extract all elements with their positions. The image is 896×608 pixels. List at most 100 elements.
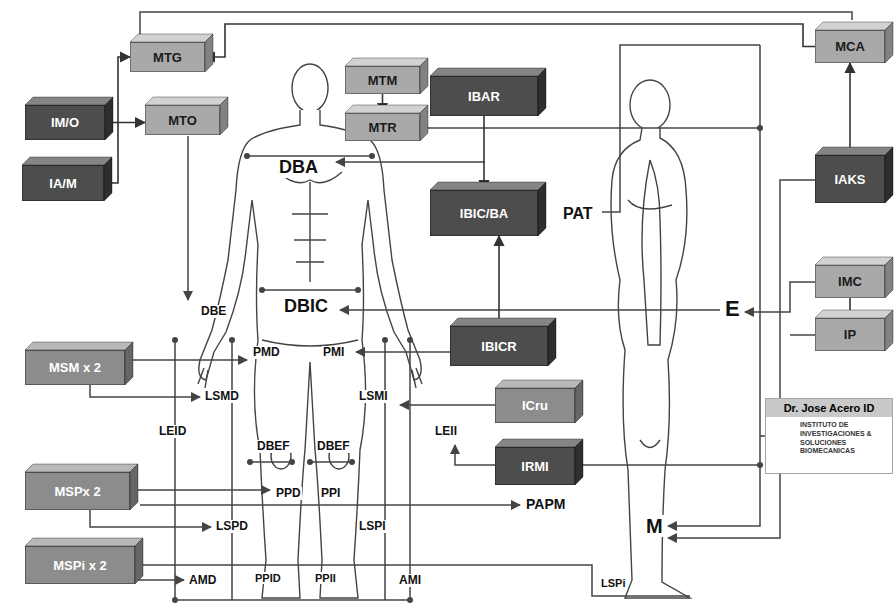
block-top-face (430, 182, 546, 190)
block-box: IBIC/BA (430, 190, 538, 236)
logo-title: Dr. Jose Acero ID (766, 399, 892, 417)
block-top-face (25, 538, 143, 546)
box-label: MTO (168, 113, 197, 128)
block-side-face (104, 157, 112, 201)
block-box: IBICR (450, 326, 548, 366)
measure-label: DBEF (316, 440, 351, 453)
block-box: IP (815, 318, 885, 351)
measure-label: DBIC (283, 297, 329, 317)
measure-label: PPII (314, 572, 337, 584)
measure-label: PAT (562, 205, 594, 223)
block-side-face (220, 97, 228, 135)
block-top-face (145, 97, 228, 105)
box-label: MSM x 2 (49, 360, 101, 375)
measure-label: LSPD (215, 520, 249, 533)
block-top-face (22, 157, 112, 165)
measure-label: DBA (278, 158, 319, 178)
measure-label: PPID (254, 572, 282, 584)
box-label: IAKS (834, 172, 865, 187)
block-top-face (25, 97, 113, 105)
measure-label: PMD (252, 346, 281, 359)
box-label: IRMI (521, 459, 548, 474)
block-box: IM/O (25, 105, 105, 140)
box-label: MSPx 2 (54, 484, 100, 499)
measure-label: AMD (188, 574, 217, 587)
block-box: IBAR (430, 76, 538, 116)
block-top-face (450, 318, 556, 326)
box-label: MTM (368, 73, 398, 88)
measure-label: LSPi (600, 577, 626, 589)
block-side-face (885, 22, 893, 63)
measure-label: PPI (320, 487, 341, 500)
block-top-face (495, 380, 583, 388)
block-top-face (25, 464, 138, 472)
box-label: IA/M (49, 176, 76, 191)
block-side-face (130, 464, 138, 510)
block-side-face (125, 342, 133, 385)
measure-label: LSMD (204, 390, 240, 403)
block-top-face (815, 147, 893, 155)
box-label: MTG (153, 50, 182, 65)
block-top-face (345, 58, 428, 66)
block-top-face (815, 22, 893, 30)
block-top-face (495, 439, 583, 447)
block-side-face (538, 182, 546, 236)
block-box: MTG (130, 42, 205, 72)
measure-label: E (724, 297, 741, 321)
box-label: ICru (522, 398, 548, 413)
block-side-face (575, 380, 583, 423)
connector-line (483, 116, 485, 190)
block-side-face (885, 257, 893, 298)
block-box: MSPx 2 (25, 472, 130, 510)
block-side-face (885, 147, 893, 203)
measure-label: PAPM (525, 497, 566, 512)
block-box: ICru (495, 388, 575, 423)
measure-label: AMI (398, 574, 422, 587)
block-top-face (815, 257, 893, 265)
measure-label: PPD (275, 487, 302, 500)
box-label: IBIC/BA (460, 206, 508, 221)
block-box: MTR (345, 113, 420, 141)
box-label: IP (844, 327, 856, 342)
block-side-face (575, 439, 583, 485)
measure-label: LEID (158, 425, 187, 438)
block-box: MSM x 2 (25, 350, 125, 385)
block-box: IRMI (495, 447, 575, 485)
measure-label: LEII (434, 425, 458, 438)
block-top-face (345, 105, 428, 113)
measure-label: DBEF (256, 440, 291, 453)
block-box: MSPi x 2 (25, 546, 135, 584)
leader-lines (90, 12, 852, 600)
block-box: IMC (815, 265, 885, 298)
connector-line (498, 236, 500, 326)
measure-label: DBE (200, 305, 227, 318)
block-top-face (815, 310, 893, 318)
block-side-face (548, 318, 556, 366)
measure-label: LSMI (358, 390, 389, 403)
measure-label: PMI (322, 346, 345, 359)
block-side-face (135, 538, 143, 584)
block-box: IA/M (22, 165, 104, 201)
block-top-face (430, 68, 546, 76)
connector-line (849, 63, 851, 155)
block-side-face (885, 310, 893, 351)
block-box: MTO (145, 105, 220, 135)
logo-box: Dr. Jose Acero IDINSTITUTO DE INVESTIGAC… (765, 398, 893, 474)
box-label: MTR (368, 120, 396, 135)
block-side-face (420, 58, 428, 94)
box-label: MCA (835, 39, 865, 54)
block-side-face (205, 34, 213, 72)
block-box: MCA (815, 30, 885, 63)
box-label: IMC (838, 274, 862, 289)
junction-dots (172, 125, 763, 603)
block-side-face (105, 97, 113, 140)
connector-line (205, 24, 815, 57)
box-label: MSPi x 2 (53, 558, 106, 573)
block-top-face (130, 34, 213, 42)
measure-label: LSPI (358, 520, 387, 533)
side-body-figure (611, 80, 690, 598)
block-box: IAKS (815, 155, 885, 203)
